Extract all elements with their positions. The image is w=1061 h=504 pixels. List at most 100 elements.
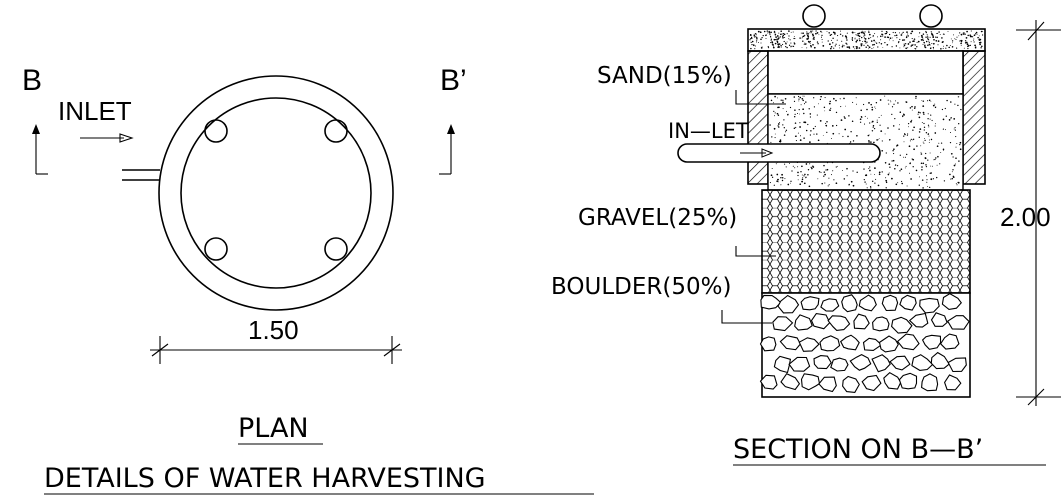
texture-dot xyxy=(929,186,931,189)
texture-dot xyxy=(968,44,970,47)
texture-dot xyxy=(956,47,958,49)
texture-dot xyxy=(809,40,812,42)
texture-dot xyxy=(755,33,757,35)
texture-dot xyxy=(777,34,779,37)
texture-dot xyxy=(975,46,977,48)
pipe-hole-top-left xyxy=(204,119,228,143)
texture-dot xyxy=(891,46,893,48)
texture-dot xyxy=(796,112,799,115)
texture-dot xyxy=(792,165,794,167)
texture-dot xyxy=(766,30,768,32)
tank-inner-circle xyxy=(180,97,372,289)
texture-dot xyxy=(782,33,785,35)
texture-dot xyxy=(900,168,903,171)
texture-dot xyxy=(891,106,894,108)
texture-dot xyxy=(870,187,872,189)
boulder-stone xyxy=(800,296,820,311)
texture-dot xyxy=(761,36,763,39)
texture-dot xyxy=(780,30,782,32)
texture-dot xyxy=(873,127,876,130)
texture-dot xyxy=(791,170,793,172)
texture-dot xyxy=(782,101,784,104)
texture-dot xyxy=(842,44,844,46)
texture-dot xyxy=(809,163,811,165)
texture-dot xyxy=(777,123,780,125)
texture-dot xyxy=(868,37,870,40)
texture-dot xyxy=(798,113,800,115)
texture-dot xyxy=(821,38,823,41)
texture-dot xyxy=(917,111,920,114)
texture-dot xyxy=(775,36,777,39)
texture-dot xyxy=(905,36,908,39)
texture-dot xyxy=(863,44,865,46)
texture-dot xyxy=(792,45,795,48)
texture-dot xyxy=(829,43,831,46)
texture-dot xyxy=(895,45,898,47)
texture-dot xyxy=(812,34,815,37)
texture-dot xyxy=(955,183,957,185)
texture-dot xyxy=(876,119,878,121)
plan-view: B B’ INLET xyxy=(22,64,467,445)
texture-dot xyxy=(867,117,868,119)
texture-dot xyxy=(949,173,951,176)
texture-dot xyxy=(848,115,850,117)
texture-dot xyxy=(911,30,913,33)
texture-dot xyxy=(874,33,876,35)
boulder-stone xyxy=(943,374,962,391)
texture-dot xyxy=(888,33,891,36)
texture-dot xyxy=(891,177,893,180)
texture-dot xyxy=(932,46,935,49)
texture-dot xyxy=(902,31,904,34)
texture-dot xyxy=(924,139,926,142)
texture-dot xyxy=(887,99,889,101)
texture-dot xyxy=(773,110,775,112)
texture-dot xyxy=(782,36,784,39)
texture-dot xyxy=(933,38,935,41)
texture-dot xyxy=(930,101,932,102)
texture-dot xyxy=(952,156,954,158)
texture-dot xyxy=(754,48,756,50)
texture-dot xyxy=(927,118,929,120)
texture-dot xyxy=(927,38,929,41)
texture-dot xyxy=(930,33,933,35)
texture-dot xyxy=(869,166,871,168)
plan-inlet-arrow xyxy=(80,133,134,143)
texture-dot xyxy=(813,133,815,135)
texture-dot xyxy=(785,131,787,133)
texture-dot xyxy=(774,95,776,98)
texture-dot xyxy=(924,46,926,49)
texture-dot xyxy=(869,122,871,124)
texture-dot xyxy=(950,117,952,119)
texture-dot xyxy=(910,32,912,35)
texture-dot xyxy=(930,114,932,116)
texture-dot xyxy=(939,163,941,165)
texture-dot xyxy=(851,39,854,41)
texture-dot xyxy=(956,36,958,38)
texture-dot xyxy=(785,45,787,48)
texture-dot xyxy=(959,141,962,144)
boulder-stone xyxy=(780,373,801,391)
texture-dot xyxy=(918,36,920,38)
texture-dot xyxy=(982,30,984,32)
texture-dot xyxy=(813,97,815,99)
texture-dot xyxy=(828,109,830,111)
texture-dot xyxy=(821,34,823,37)
texture-dot xyxy=(930,47,932,49)
texture-dot xyxy=(929,36,931,38)
texture-dot xyxy=(873,47,875,49)
texture-dot xyxy=(928,126,930,128)
boulder-stone xyxy=(898,372,918,390)
section-mark-b-prime-label: B’ xyxy=(440,64,467,97)
texture-dot xyxy=(936,176,938,179)
texture-dot xyxy=(962,33,964,36)
texture-dot xyxy=(920,151,922,153)
texture-dot xyxy=(832,170,834,172)
texture-dot xyxy=(808,185,811,188)
texture-dot xyxy=(924,157,927,160)
texture-dot xyxy=(794,113,796,115)
texture-dot xyxy=(868,46,871,49)
texture-dot xyxy=(786,33,788,35)
texture-dot xyxy=(922,33,925,35)
texture-dot xyxy=(960,42,962,45)
texture-dot xyxy=(922,111,925,114)
